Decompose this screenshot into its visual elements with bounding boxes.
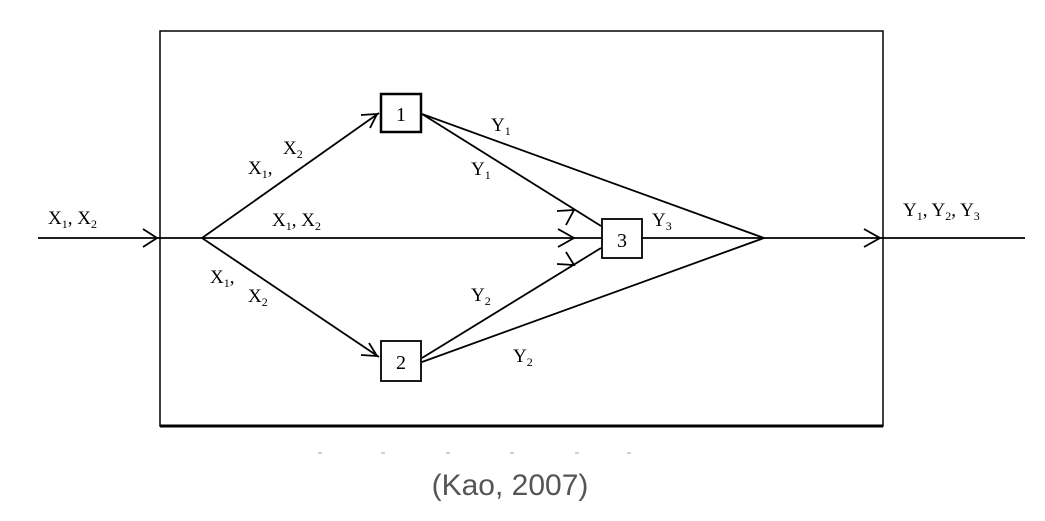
edge-split-to-node3-arrowhead <box>557 228 576 248</box>
edge-node1-to-merge <box>421 113 765 239</box>
scan-artifacts <box>318 452 631 454</box>
output-label: Y1, Y2, Y3 <box>903 200 980 223</box>
edge-node2-to-node3-arrowhead <box>556 251 576 266</box>
edge-split-to-node1 <box>201 112 380 239</box>
edge-label-to-node1-x1: X1, <box>248 158 272 181</box>
node-3-label: 3 <box>617 230 627 252</box>
edge-label-to-node1-x2: X2 <box>283 138 303 161</box>
edge-label-node3-output: Y3 <box>652 210 672 233</box>
edge-split-to-node2-arrowhead <box>360 342 379 358</box>
edge-split-to-node2 <box>201 237 380 358</box>
edge-label-node1-to-output: Y1 <box>491 115 511 138</box>
edge-label-to-node2-x2: X2 <box>248 286 268 309</box>
input-label: X1, X2 <box>48 208 97 231</box>
node-2-label: 2 <box>396 352 406 374</box>
node-1-label: 1 <box>396 104 406 126</box>
edge-node2-to-merge <box>421 237 765 363</box>
edge-node1-to-node3-arrowhead <box>556 209 576 226</box>
edge-node1-to-node3 <box>421 113 602 227</box>
output-arrowhead <box>863 228 882 248</box>
input-arrowhead <box>142 228 159 248</box>
edge-label-to-node3-direct: X1, X2 <box>272 210 321 233</box>
node-2: 2 <box>380 340 422 382</box>
edge-label-node2-to-output: Y2 <box>513 346 533 369</box>
citation-caption: (Kao, 2007) <box>432 469 589 502</box>
edge-label-node2-to-node3: Y2 <box>471 285 491 308</box>
node-1: 1 <box>379 92 423 134</box>
node-3: 3 <box>601 218 643 259</box>
edge-node2-to-node3 <box>421 247 602 359</box>
edge-label-node1-to-node3: Y1 <box>471 159 491 182</box>
edge-label-to-node2-x1: X1, <box>210 267 234 290</box>
edge-split-to-node1-arrowhead <box>360 113 379 129</box>
